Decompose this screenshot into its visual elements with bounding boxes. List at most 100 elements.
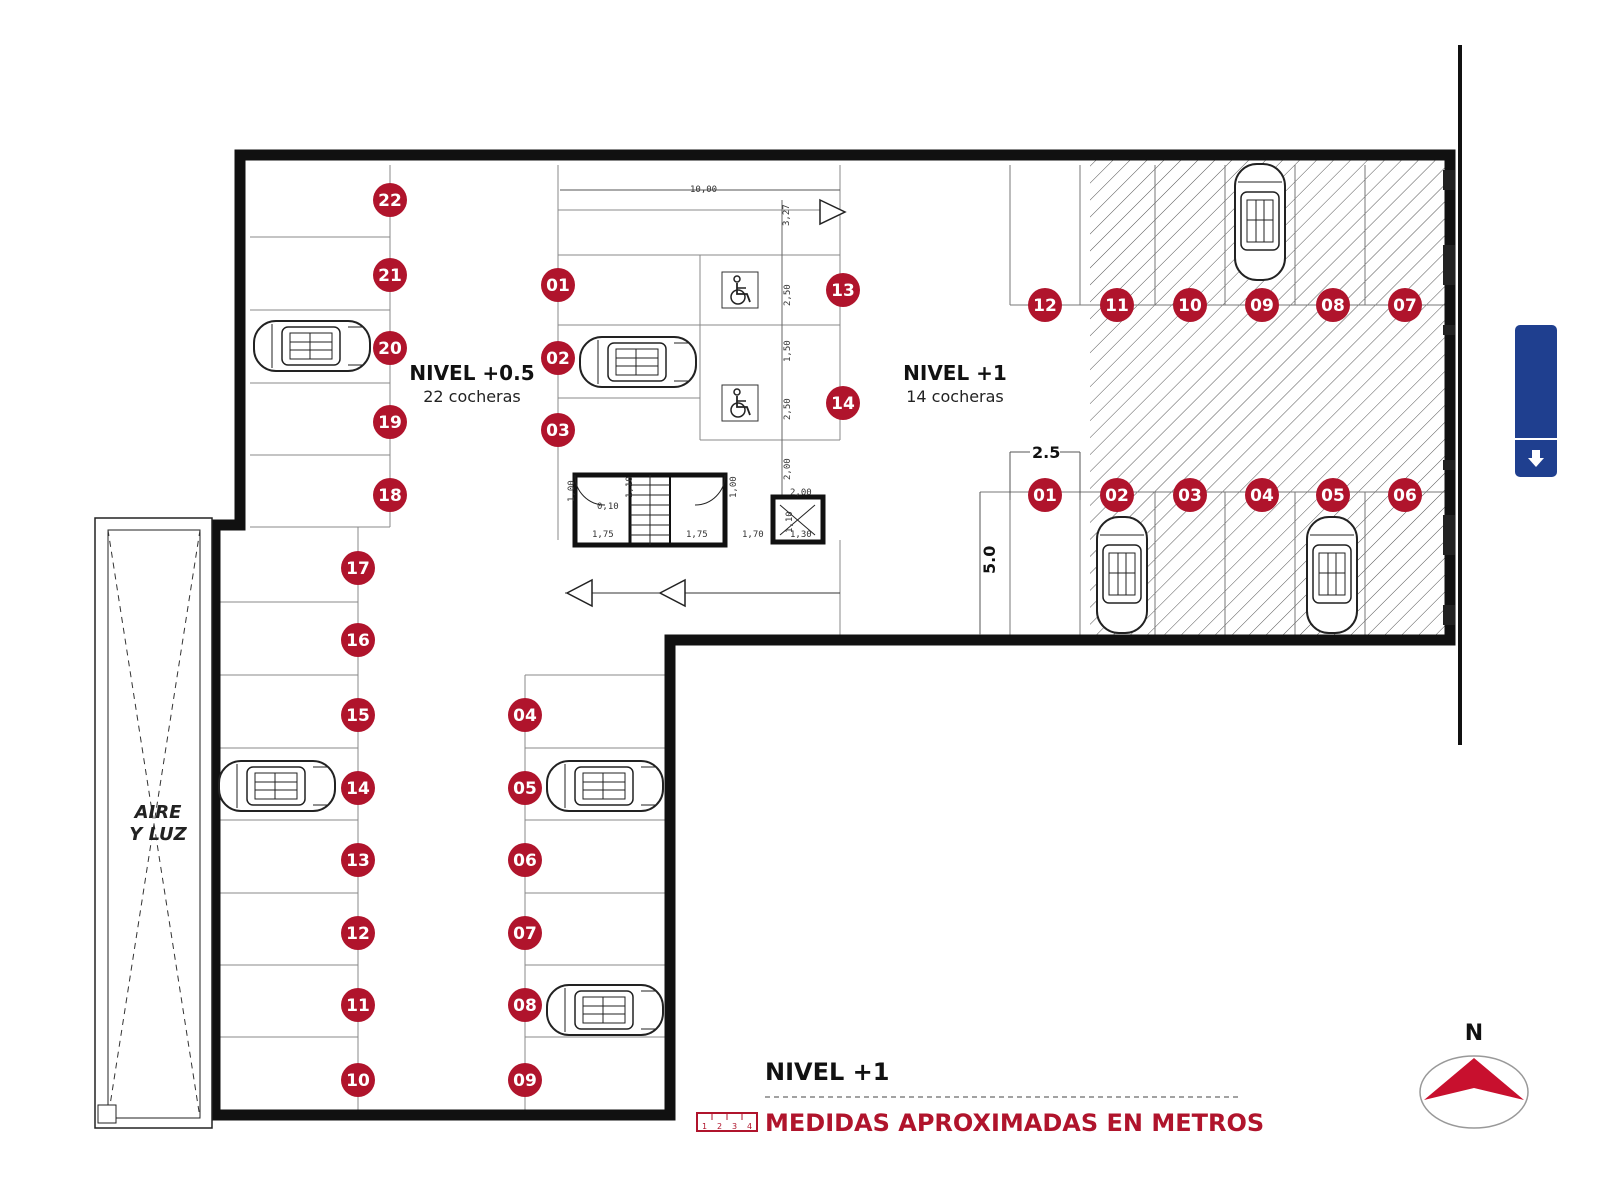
space-number: 15 — [346, 706, 370, 726]
space-badge-nivel-05-16: 16 — [341, 623, 375, 657]
space-number: 06 — [513, 851, 537, 871]
space-number: 11 — [1105, 296, 1129, 316]
space-number: 14 — [346, 779, 370, 799]
space-badge-circle — [341, 1063, 375, 1097]
space-badge-circle — [508, 1063, 542, 1097]
space-number: 04 — [1250, 486, 1274, 506]
space-dimensions: 2.5 5.0 — [979, 443, 1081, 635]
level-label-1: NIVEL +1 14 cocheras — [903, 361, 1007, 406]
down-arrow-icon — [1528, 450, 1544, 467]
space-badge-nivel-1-01: 01 — [1028, 478, 1062, 512]
stall-lines-lower-middle — [524, 674, 665, 1110]
space-badge-circle — [1245, 288, 1279, 322]
space-badge-circle — [373, 258, 407, 292]
ruler-number: 4 — [747, 1122, 752, 1131]
space-badge-circle — [373, 478, 407, 512]
space-badge-circle — [373, 331, 407, 365]
space-number: 12 — [1033, 296, 1057, 316]
space-badge-circle — [1100, 478, 1134, 512]
space-badge-nivel-05-04: 04 — [508, 698, 542, 732]
space-badge-circle — [508, 698, 542, 732]
space-number: 05 — [513, 779, 537, 799]
space-badge-nivel-05-11: 11 — [341, 988, 375, 1022]
space-badge-nivel-05-17: 17 — [341, 551, 375, 585]
space-number: 13 — [831, 281, 855, 301]
space-number: 12 — [346, 924, 370, 944]
ruler-number: 3 — [732, 1122, 737, 1131]
space-badge-nivel-05-10: 10 — [341, 1063, 375, 1097]
compass-label: N — [1465, 1021, 1483, 1046]
space-badge-nivel-05-08: 08 — [508, 988, 542, 1022]
dim-label: 1,75 — [592, 530, 614, 540]
space-badge-nivel-05-09: 09 — [508, 1063, 542, 1097]
space-badge-circle — [826, 273, 860, 307]
space-badge-nivel-05-21: 21 — [373, 258, 407, 292]
space-badge-nivel-05-06: 06 — [508, 843, 542, 877]
space-number: 13 — [346, 851, 370, 871]
dim-label: 3,27 — [782, 204, 792, 226]
legend: NIVEL +1 1 2 3 4 MEDIDAS APROXIMADAS EN … — [696, 1058, 1264, 1137]
circulation-arrows — [565, 198, 847, 608]
dim-label: 1,30 — [790, 530, 812, 540]
space-number: 01 — [546, 276, 570, 296]
stall-lines-middle — [557, 165, 841, 635]
space-number: 11 — [346, 996, 370, 1016]
ruler-number: 1 — [702, 1122, 707, 1131]
space-number: 05 — [1321, 486, 1345, 506]
space-badge-nivel-1-02: 02 — [1100, 478, 1134, 512]
space-number: 02 — [546, 349, 570, 369]
space-number: 21 — [378, 266, 402, 286]
north-arrow-icon — [1424, 1058, 1524, 1100]
space-badge-nivel-05-03: 03 — [541, 413, 575, 447]
space-badge-nivel-1-09: 09 — [1245, 288, 1279, 322]
space-number: 03 — [546, 421, 570, 441]
space-number: 10 — [1178, 296, 1202, 316]
car-icon — [253, 320, 371, 372]
space-badge-circle — [1173, 478, 1207, 512]
dim-label: 1,00 — [729, 476, 739, 498]
space-badges: 0102030405060708091011121314151617181920… — [341, 183, 1422, 1097]
space-number: 18 — [378, 486, 402, 506]
dim-label: 1,10 — [785, 511, 795, 533]
space-badge-nivel-05-07: 07 — [508, 916, 542, 950]
street-name: ESPAÑA — [1558, 316, 1577, 393]
space-badge-circle — [1316, 288, 1350, 322]
street-sign: ESPAÑA — [1515, 316, 1577, 477]
space-number: 09 — [513, 1071, 537, 1091]
space-badge-nivel-1-13: 13 — [826, 273, 860, 307]
car-icon — [546, 760, 664, 812]
space-number: 10 — [346, 1071, 370, 1091]
wheelchair-icon — [721, 271, 759, 309]
space-number: 09 — [1250, 296, 1274, 316]
space-badge-circle — [341, 698, 375, 732]
aire-y-luz-area: AIRE Y LUZ — [94, 517, 213, 1129]
space-badge-circle — [508, 988, 542, 1022]
space-badge-nivel-1-12: 12 — [1028, 288, 1062, 322]
stairs-block — [572, 472, 826, 548]
space-badge-circle — [341, 843, 375, 877]
space-badge-circle — [373, 183, 407, 217]
space-badge-circle — [541, 341, 575, 375]
dim-label: 1,70 — [742, 530, 764, 540]
space-number: 04 — [513, 706, 537, 726]
level-subtitle: 14 cocheras — [906, 387, 1004, 406]
car-icon — [1306, 516, 1358, 634]
dim-label: 1,00 — [567, 480, 577, 502]
space-number: 01 — [1033, 486, 1057, 506]
dim-label: 2,00 — [783, 458, 793, 480]
level-title: NIVEL +1 — [903, 361, 1007, 385]
small-dimensions: 10,00 3,27 2,50 1,50 2,50 2,00 1,00 0,10… — [560, 185, 840, 540]
space-badge-nivel-1-14: 14 — [826, 386, 860, 420]
space-badge-circle — [826, 386, 860, 420]
space-badge-nivel-05-12: 12 — [341, 916, 375, 950]
dim-label: 2,50 — [783, 284, 793, 306]
dim-label: 1,10 — [625, 476, 635, 498]
space-number: 07 — [1393, 296, 1417, 316]
dim-label: 0,10 — [597, 502, 619, 512]
space-badge-nivel-1-10: 10 — [1173, 288, 1207, 322]
space-badge-nivel-05-18: 18 — [373, 478, 407, 512]
space-number: 20 — [378, 339, 402, 359]
dim-label: 1,50 — [783, 340, 793, 362]
car-icon — [1096, 516, 1148, 634]
